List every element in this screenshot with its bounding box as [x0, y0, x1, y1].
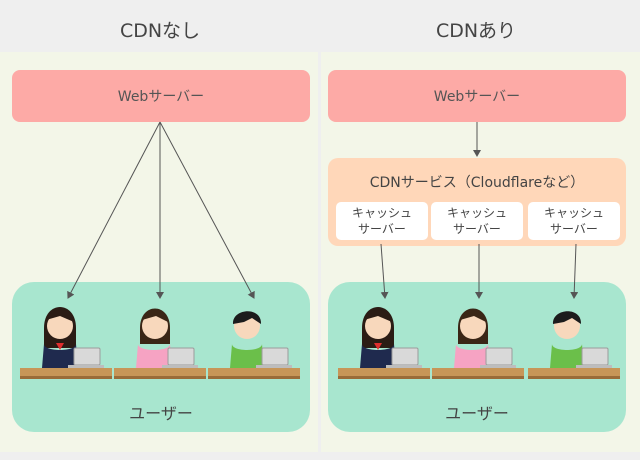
arrow-line [380, 243, 389, 299]
arrow-line [570, 243, 579, 299]
users-label-left: ユーザー [129, 404, 193, 423]
cache-server-box: キャッシュ サーバー [336, 202, 428, 240]
web-server-box-right: Webサーバー [328, 70, 626, 122]
woman-with-laptop-icon [114, 308, 206, 379]
woman-with-laptop-icon [432, 308, 524, 379]
arrows-right [380, 122, 579, 299]
woman-with-laptop-icon [338, 307, 430, 379]
heading-with-cdn: CDNあり [435, 20, 517, 42]
arrows-left [67, 121, 255, 299]
users-label-right: ユーザー [445, 404, 509, 423]
heading-without-cdn: CDNなし [119, 20, 201, 42]
arrow-line [159, 121, 255, 299]
woman-with-laptop-icon [20, 307, 112, 379]
arrow-line [67, 121, 161, 299]
cache-server-box: キャッシュ サーバー [431, 202, 523, 240]
cache-server-box: キャッシュ サーバー [528, 202, 620, 240]
web-server-box-left: Webサーバー [12, 70, 310, 122]
cdn-service-title: CDNサービス（Cloudflareなど） [369, 175, 585, 191]
man-with-laptop-icon [208, 311, 300, 379]
cdn-service-box: CDNサービス（Cloudflareなど） キャッシュ サーバー キャッシュ サ… [328, 158, 626, 246]
man-with-laptop-icon [528, 311, 620, 379]
